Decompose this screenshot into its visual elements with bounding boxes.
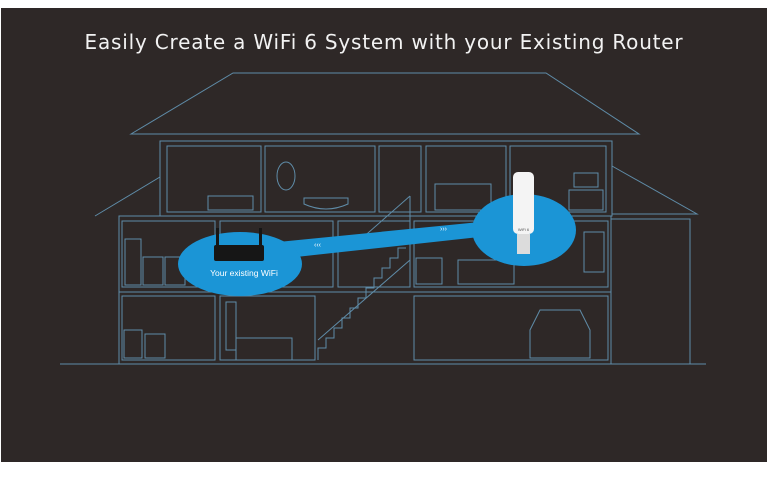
wifi-link-beam [238, 218, 525, 262]
svg-text:›››: ››› [440, 226, 448, 233]
router-label: Your existing WiFi [210, 268, 278, 278]
svg-text:‹‹‹: ‹‹‹ [314, 242, 322, 249]
usb-wifi-adapter-icon: WiFi 6 [513, 172, 534, 254]
house-outline-icon [60, 72, 706, 365]
signal-chevron-icon: ‹‹‹ ››› [314, 226, 448, 249]
headline: Easily Create a WiFi 6 System with your … [84, 30, 684, 54]
adapter-printed-text: WiFi 6 [518, 227, 530, 232]
router-bubble [178, 232, 302, 296]
router-icon [214, 228, 264, 261]
